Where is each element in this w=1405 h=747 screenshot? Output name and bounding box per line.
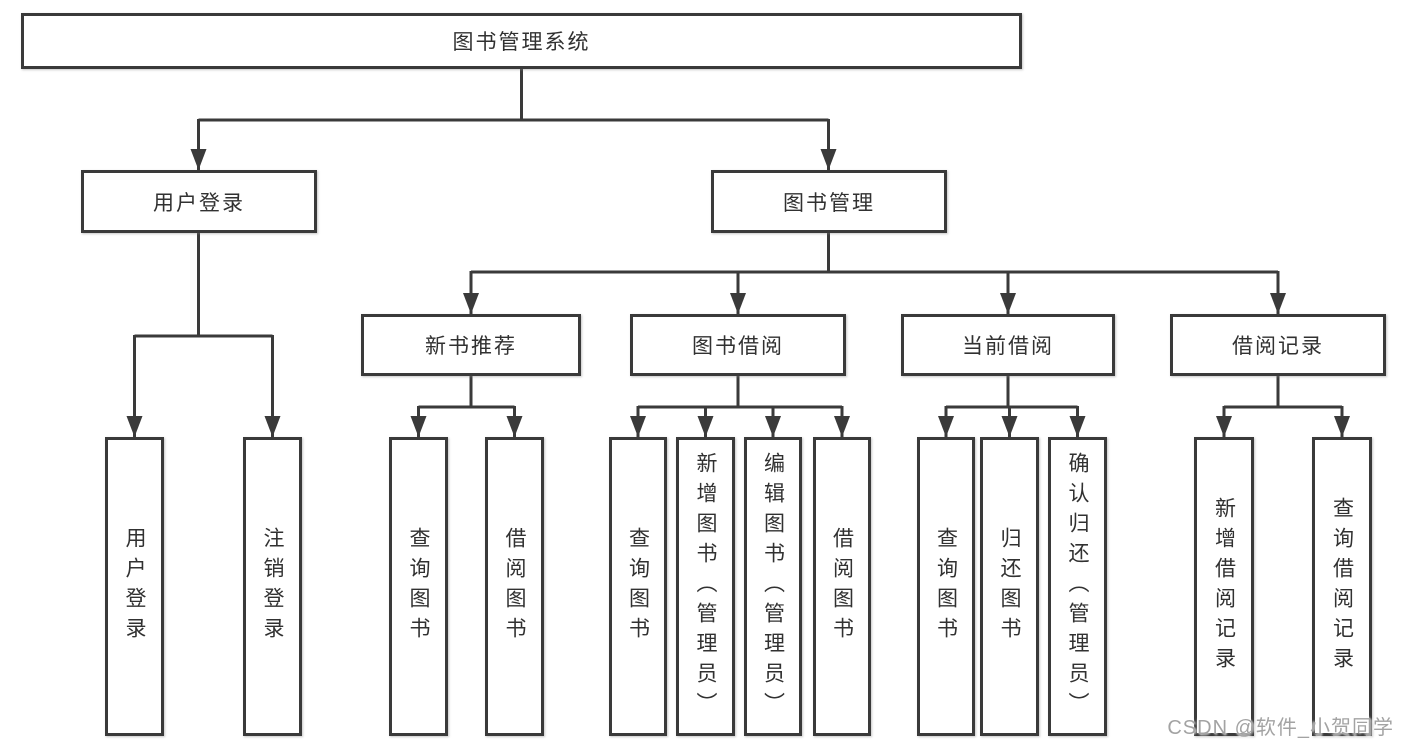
- node-label: 确认归还（管理员）: [1066, 451, 1089, 722]
- node-label: 借阅图书: [503, 526, 526, 647]
- node-label: 用户登录: [123, 526, 146, 647]
- node-current-borrow: 当前借阅: [901, 314, 1115, 376]
- leaf-confirm-return-admin: 确认归还（管理员）: [1048, 437, 1107, 736]
- leaf-return-books: 归还图书: [980, 437, 1039, 736]
- node-label: 图书借阅: [692, 335, 784, 358]
- node-borrow-records: 借阅记录: [1170, 314, 1386, 376]
- leaf-edit-book-admin: 编辑图书（管理员）: [744, 437, 802, 736]
- node-user-login: 用户登录: [81, 170, 317, 233]
- leaf-query-books-borrow: 查询图书: [609, 437, 667, 736]
- leaf-add-borrow-record: 新增借阅记录: [1194, 437, 1254, 736]
- leaf-borrow-books: 借阅图书: [813, 437, 871, 736]
- node-label: 借阅记录: [1232, 335, 1324, 358]
- node-label: 图书管理系统: [452, 31, 591, 54]
- node-label: 新增借阅记录: [1212, 496, 1236, 677]
- node-label: 图书管理: [783, 191, 875, 215]
- node-label: 查询借阅记录: [1330, 496, 1354, 677]
- node-label: 新增图书（管理员）: [694, 451, 717, 722]
- node-label: 归还图书: [998, 526, 1021, 647]
- node-label: 查询图书: [934, 526, 958, 647]
- leaf-query-books-current: 查询图书: [917, 437, 975, 736]
- node-new-book-recommend: 新书推荐: [361, 314, 581, 376]
- node-label: 编辑图书（管理员）: [761, 451, 785, 722]
- leaf-user-login: 用户登录: [105, 437, 164, 736]
- node-label: 用户登录: [153, 191, 245, 215]
- node-label: 注销登录: [261, 526, 284, 647]
- node-library-management-system: 图书管理系统: [21, 13, 1022, 69]
- node-label: 查询图书: [407, 526, 430, 647]
- node-label: 当前借阅: [962, 335, 1054, 358]
- leaf-logout: 注销登录: [243, 437, 302, 736]
- node-book-borrow: 图书借阅: [630, 314, 846, 376]
- leaf-query-borrow-record: 查询借阅记录: [1312, 437, 1372, 736]
- node-label: 新书推荐: [425, 335, 517, 358]
- node-book-management: 图书管理: [711, 170, 947, 233]
- node-label: 借阅图书: [830, 526, 854, 647]
- leaf-borrow-books-recommend: 借阅图书: [485, 437, 544, 736]
- csdn-watermark: CSDN @软件_小贺同学: [1167, 717, 1394, 739]
- node-label: 查询图书: [626, 526, 650, 647]
- leaf-query-books-recommend: 查询图书: [389, 437, 448, 736]
- leaf-add-book-admin: 新增图书（管理员）: [676, 437, 735, 736]
